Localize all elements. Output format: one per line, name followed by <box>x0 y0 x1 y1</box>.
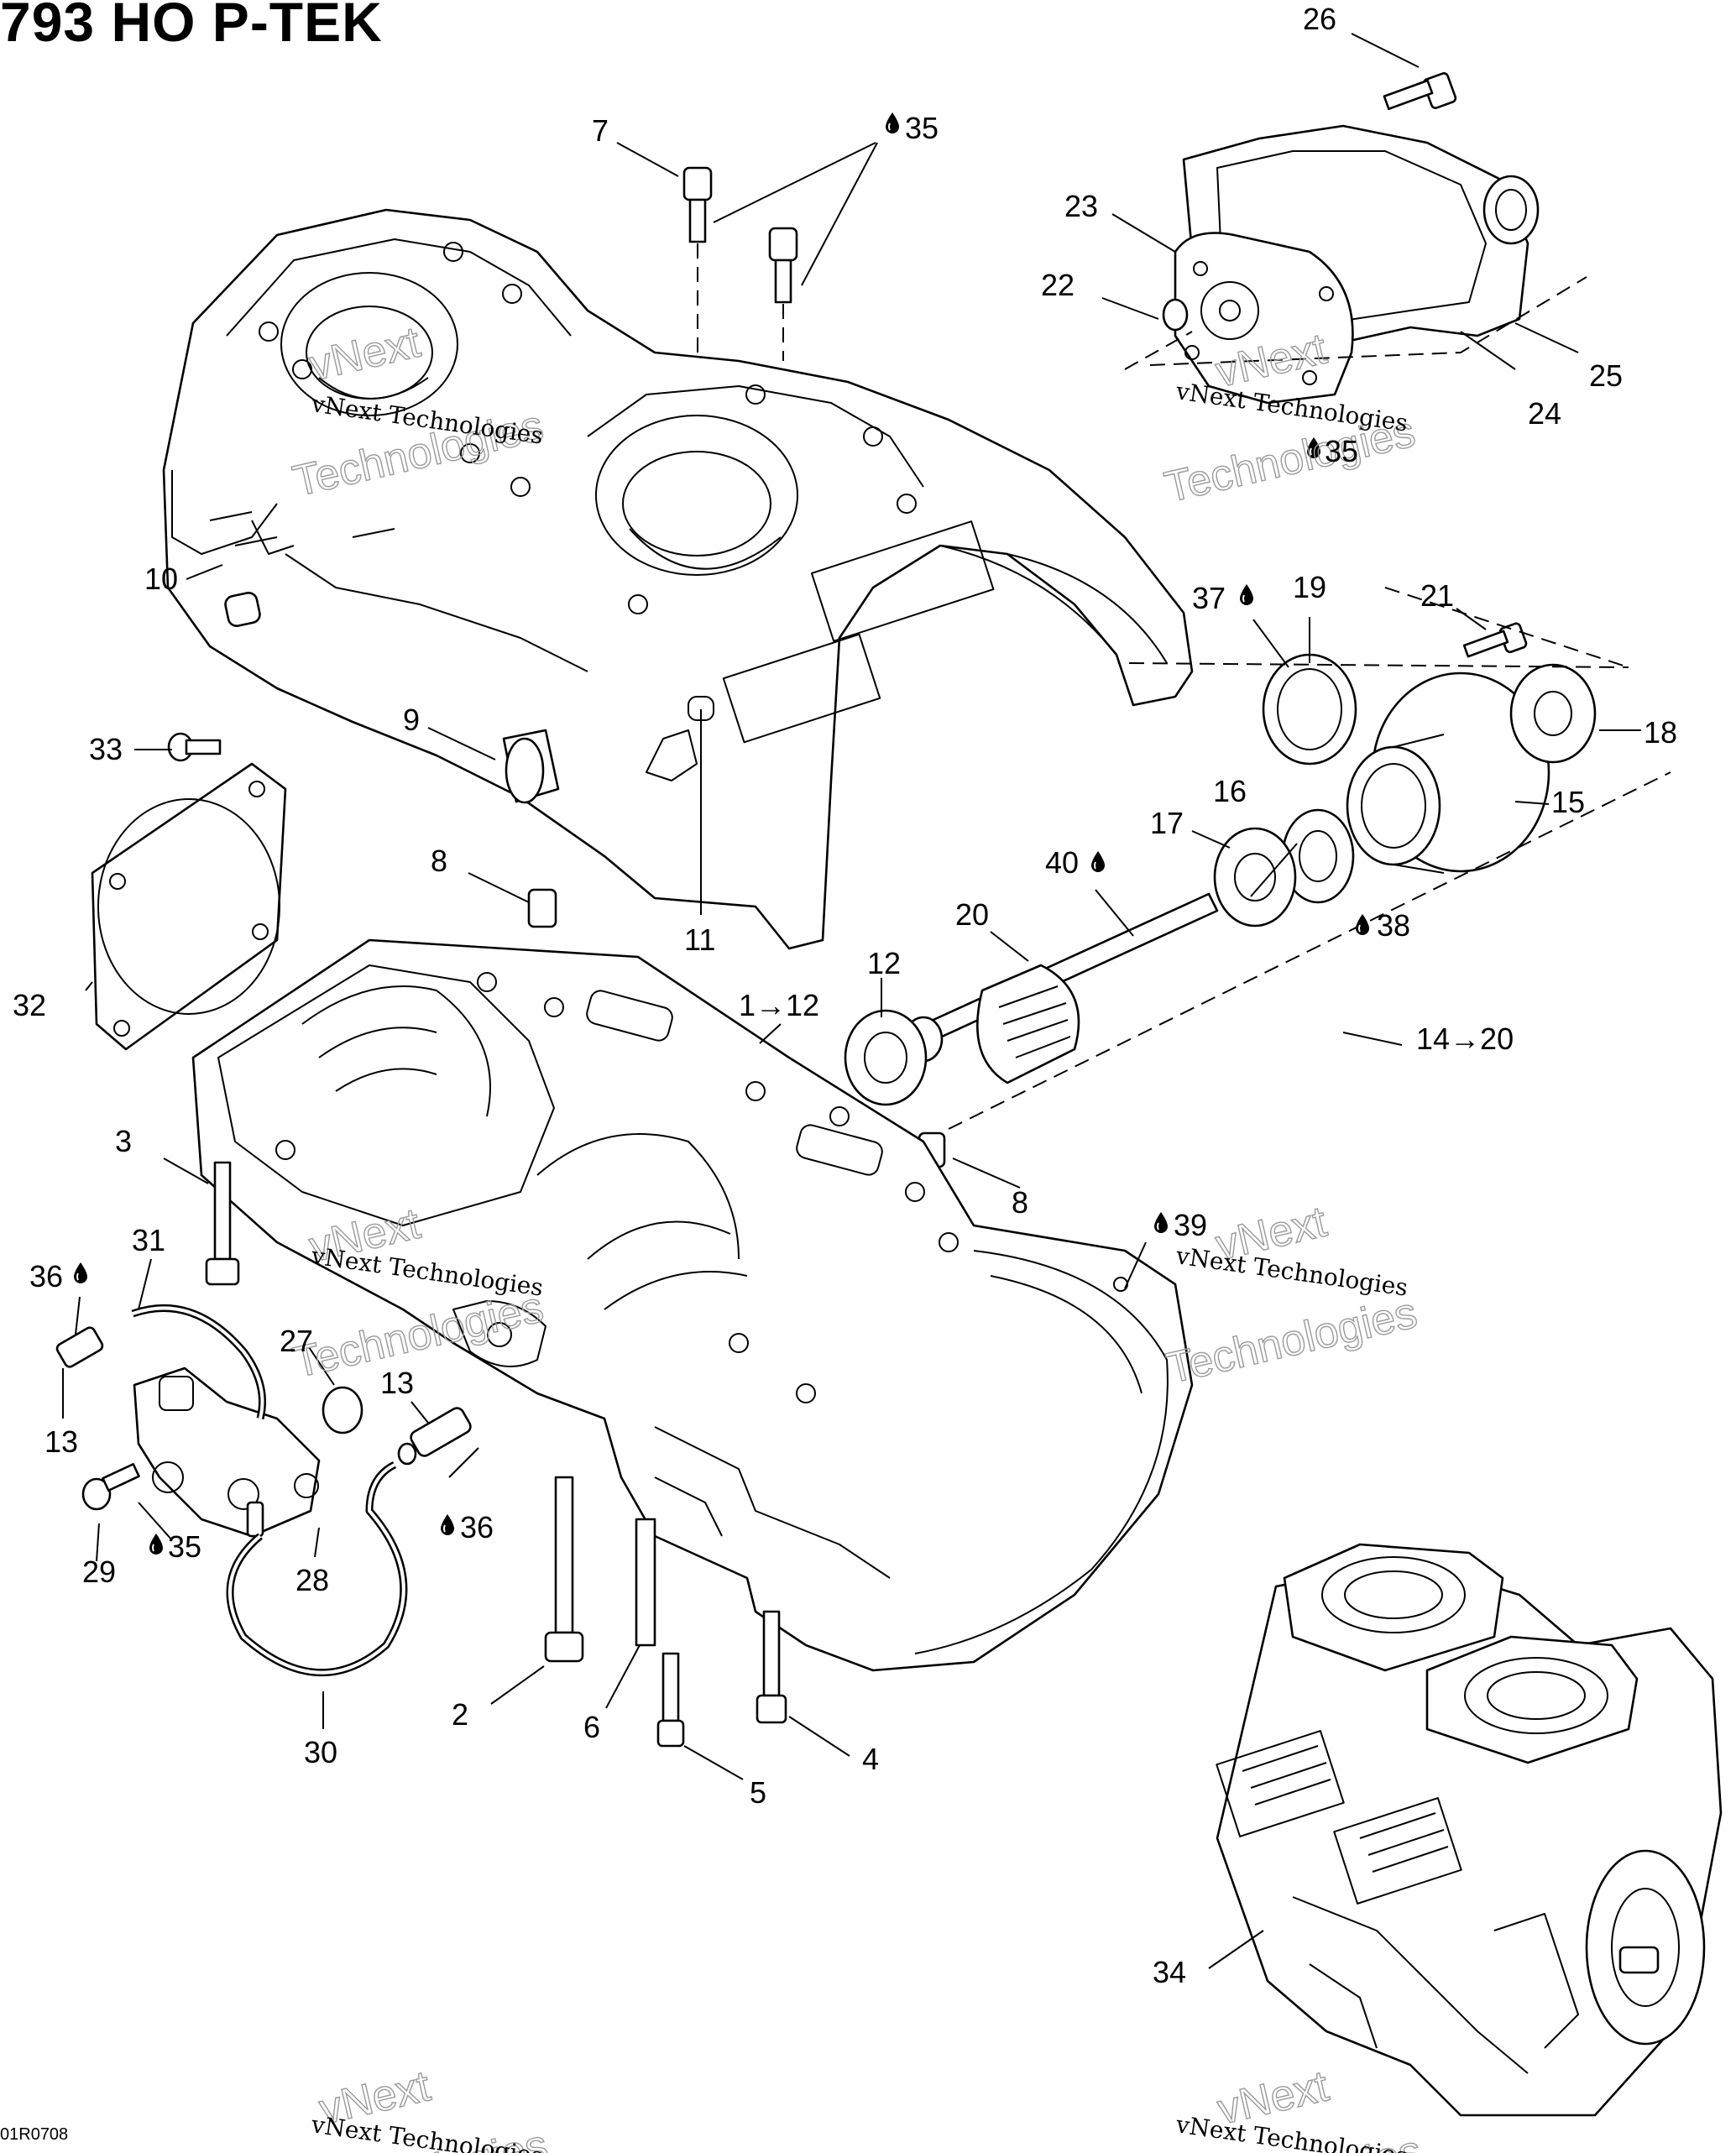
leader-lines <box>62 33 1641 1969</box>
screw-33 <box>167 732 222 762</box>
diagram-title: 793 HO P-TEK <box>0 0 383 53</box>
callout-25: 25 <box>1589 358 1623 393</box>
callout-28: 28 <box>295 1563 329 1597</box>
callout-29: 29 <box>82 1555 116 1589</box>
callout-30: 30 <box>304 1735 337 1769</box>
oil-drop-icon <box>1090 850 1106 873</box>
callout-24: 24 <box>1528 396 1561 431</box>
water-pump-group <box>1162 72 1540 405</box>
oil-drop-icon <box>1239 583 1254 606</box>
screw-7 <box>682 166 713 353</box>
callout-3: 3 <box>115 1124 132 1158</box>
callout-27: 27 <box>280 1324 313 1358</box>
callout-13a: 13 <box>44 1424 78 1459</box>
callout-35c: 35 <box>168 1529 201 1564</box>
callout-14-20: 14→20 <box>1416 1022 1514 1056</box>
callout-2: 2 <box>452 1697 468 1732</box>
screw-21 <box>1462 622 1528 658</box>
screw-35 <box>768 227 798 361</box>
callout-5: 5 <box>750 1775 766 1810</box>
screw-5 <box>656 1652 685 1748</box>
bearing-cover-15 <box>1346 672 1550 874</box>
oil-drop-icon <box>1355 913 1370 936</box>
callout-36b: 36 <box>460 1510 494 1544</box>
callout-labels: 7 35 26 23 22 25 24 35 10 37 19 21 18 9 … <box>13 2 1677 1989</box>
callout-12: 12 <box>867 946 901 980</box>
callout-31: 31 <box>132 1223 165 1257</box>
callout-21: 21 <box>1420 578 1454 613</box>
bolt-3 <box>205 1161 240 1286</box>
callout-13b: 13 <box>380 1366 414 1400</box>
callout-17: 17 <box>1150 806 1184 840</box>
callout-38: 38 <box>1377 908 1410 943</box>
o-ring-27 <box>322 1386 363 1434</box>
svg-text:Technologies: Technologies <box>1163 1288 1422 1393</box>
callout-22: 22 <box>1041 268 1075 302</box>
oil-drop-icon <box>73 1262 88 1284</box>
callout-19: 19 <box>1293 570 1326 604</box>
dowel-8a <box>527 888 557 928</box>
plug-10 <box>224 592 261 627</box>
callout-35b: 35 <box>1325 434 1358 468</box>
assembly-box-14-20 <box>948 587 1671 1130</box>
callout-34: 34 <box>1153 1955 1186 1989</box>
callout-11: 11 <box>684 922 715 957</box>
callout-40: 40 <box>1045 845 1079 880</box>
cap-18 <box>1509 663 1597 764</box>
sleeve-9 <box>502 729 560 804</box>
callout-6: 6 <box>583 1710 600 1744</box>
lower-crankcase <box>191 938 1194 1672</box>
callout-8a: 8 <box>431 844 447 878</box>
bearing-12 <box>844 1009 928 1106</box>
leader-1-12 <box>759 1023 782 1044</box>
bolt-2 <box>544 1476 584 1663</box>
callout-32: 32 <box>13 988 46 1022</box>
stud-6 <box>635 1518 656 1647</box>
oil-pump-28 <box>133 1367 321 1538</box>
callout-10: 10 <box>144 562 178 596</box>
callout-37: 37 <box>1192 581 1226 615</box>
cover-plate-32 <box>91 762 287 1051</box>
callout-4: 4 <box>862 1742 879 1776</box>
callout-9: 9 <box>403 703 420 737</box>
callout-8b: 8 <box>1012 1185 1028 1220</box>
callout-35a: 35 <box>905 111 939 145</box>
shaft-20 <box>903 892 1219 1084</box>
callout-15: 15 <box>1551 785 1585 819</box>
seal-16 <box>1281 808 1355 904</box>
callout-36a: 36 <box>29 1259 63 1293</box>
callout-7: 7 <box>592 113 609 148</box>
figure-code: 01R0708 <box>0 2125 69 2144</box>
engine-assembly-34 <box>1216 1543 1723 2117</box>
fitting-13b <box>397 1407 472 1466</box>
callout-23: 23 <box>1064 189 1098 223</box>
callout-20: 20 <box>955 897 989 932</box>
screw-29 <box>81 1462 140 1511</box>
oil-drop-icon <box>885 112 900 134</box>
callout-39: 39 <box>1174 1208 1207 1242</box>
callout-1-12: 1→12 <box>739 988 819 1022</box>
oil-drop-icon <box>440 1513 455 1536</box>
callout-18: 18 <box>1644 715 1677 750</box>
seal-19 <box>1262 653 1357 766</box>
screw-4 <box>756 1610 787 1724</box>
oil-drop-icon <box>149 1533 164 1555</box>
callout-26: 26 <box>1303 2 1336 36</box>
callout-16: 16 <box>1213 774 1247 808</box>
fitting-13a <box>55 1326 104 1368</box>
upper-crankcase <box>162 208 1194 950</box>
oil-drop-icon <box>1153 1211 1169 1234</box>
bearing-17 <box>1213 827 1297 928</box>
callout-33: 33 <box>89 732 123 766</box>
